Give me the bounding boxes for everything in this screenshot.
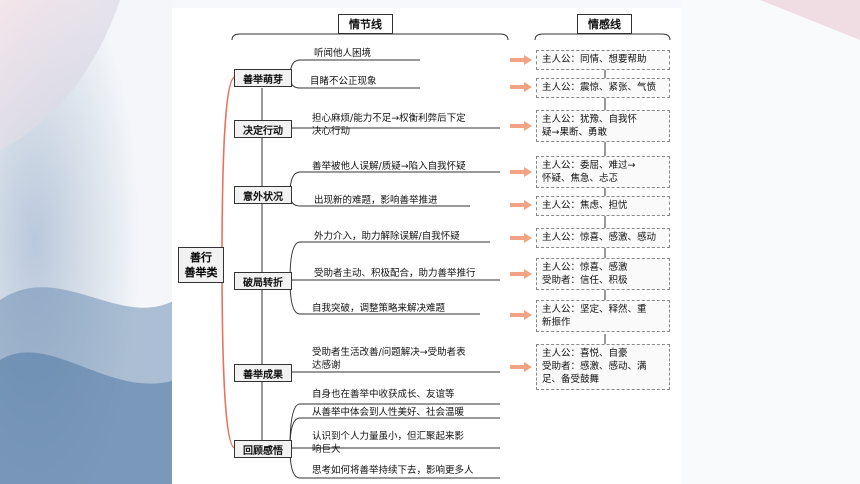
right-arrow-icon [510, 269, 532, 279]
emotion-box: 主人公：喜悦、自豪 受助者：感激、感动、满 足、备受鼓舞 [536, 344, 670, 390]
right-arrow-icon [510, 121, 532, 131]
plot-item: 达感谢 [312, 360, 341, 371]
right-arrow-icon [510, 55, 532, 65]
emotion-text: 怀疑、焦急、忐忑 [542, 173, 619, 184]
right-arrow-icon [510, 362, 532, 372]
plot-item: 担心麻烦/能力不足→权衡利弊后下定 [312, 113, 466, 124]
right-arrow-icon [510, 310, 532, 320]
plot-item: 自身也在善举中收获成长、友谊等 [312, 389, 455, 400]
plot-item: 认识到个人力量虽小，但汇聚起来影 [312, 431, 465, 442]
emotion-box: 主人公：坚定、释然、重 新振作 [536, 300, 670, 332]
emotion-text: 受助者：感激、感动、满 [542, 361, 647, 372]
plot-item: 善举被他人误解/质疑→陷入自我怀疑 [312, 161, 466, 172]
plot-item: 目睹不公正现象 [310, 76, 377, 87]
plot-item: 自我突破，调整策略来解决难题 [312, 303, 446, 314]
emotion-text: 主人公：惊喜、感激 [542, 262, 628, 273]
right-arrow-icon [510, 233, 532, 243]
emotion-box: 主人公：犹豫、自我怀 疑→果断、勇敢 [536, 110, 670, 142]
emotion-box: 主人公：惊喜、感激 受助者：信任、积极 [536, 258, 670, 290]
plot-line-header: 情节线 [338, 14, 393, 34]
plot-item: 出现新的难题，影响善举推进 [314, 195, 438, 206]
stage-box: 意外状况 [234, 186, 292, 204]
right-arrow-icon [510, 167, 532, 177]
emotion-text: 主人公：喜悦、自豪 [542, 348, 628, 359]
root-node: 善行 善举类 [178, 247, 224, 283]
root-line2: 善举类 [184, 266, 218, 279]
emotion-text: 主人公：焦虑、担忧 [542, 200, 628, 211]
emotion-text: 主人公：震惊、紧张、气愤 [542, 82, 657, 93]
emotion-text: 疑→果断、勇敢 [542, 127, 607, 138]
emotion-text: 主人公：犹豫、自我怀 [542, 114, 638, 125]
stage-box: 回顾感悟 [234, 440, 292, 458]
plot-item: 听闻他人困境 [314, 48, 372, 59]
emotion-text: 主人公：同情、想要帮助 [542, 54, 647, 65]
emotion-box: 主人公：惊喜、感激、感动 [536, 228, 670, 248]
emotion-line-header: 情感线 [577, 14, 632, 34]
emotion-box: 主人公：同情、想要帮助 [536, 50, 670, 70]
stage-box: 破局转折 [234, 272, 292, 290]
plot-item: 从善举中体会到人性美好、社会温暖 [312, 407, 465, 418]
plot-item: 受助者主动、积极配合，助力善举推行 [314, 268, 476, 279]
emotion-text: 主人公：坚定、释然、重 [542, 304, 647, 315]
plot-item: 响巨大 [312, 444, 341, 455]
emotion-box: 主人公：焦虑、担忧 [536, 196, 670, 216]
emotion-box: 主人公：委屈、难过→ 怀疑、焦急、忐忑 [536, 156, 670, 188]
plot-item: 受助者生活改善/问题解决→受助者表 [312, 347, 466, 358]
root-line1: 善行 [190, 251, 212, 264]
emotion-text: 足、备受鼓舞 [542, 374, 600, 385]
stage-box: 善举成果 [234, 364, 292, 382]
emotion-text: 受助者：信任、积极 [542, 275, 628, 286]
plot-item: 决心行动 [312, 126, 351, 137]
plot-item: 思考如何将善举持续下去，影响更多人 [312, 465, 474, 476]
plot-item: 外力介入，助力解除误解/自我怀疑 [314, 231, 460, 242]
right-arrow-icon [510, 82, 532, 92]
emotion-text: 主人公：委屈、难过→ [542, 160, 636, 171]
emotion-text: 新振作 [542, 317, 571, 328]
emotion-text: 主人公：惊喜、感激、感动 [542, 232, 657, 243]
right-arrow-icon [510, 200, 532, 210]
stage-box: 决定行动 [234, 120, 292, 138]
emotion-box: 主人公：震惊、紧张、气愤 [536, 78, 670, 98]
stage-box: 善举萌芽 [234, 69, 292, 87]
